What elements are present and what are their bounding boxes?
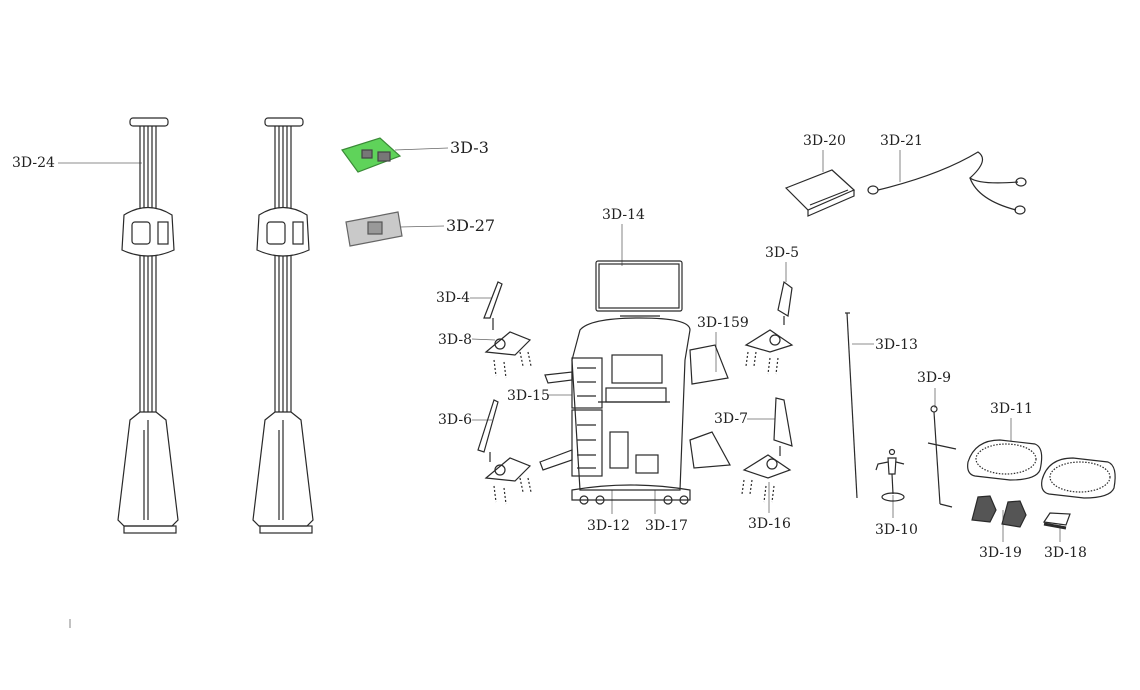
part-label-3d-12: 3D-12 <box>587 518 630 534</box>
camera-column-right <box>252 117 314 534</box>
target-3d-5 <box>777 280 793 325</box>
circuit-board-green <box>341 137 402 173</box>
part-label-3d-17: 3D-17 <box>645 518 688 534</box>
part-label-3d-3: 3D-3 <box>450 138 489 157</box>
part-label-3d-15: 3D-15 <box>507 388 550 404</box>
target-3d-4 <box>483 281 503 330</box>
part-label-3d-8: 3D-8 <box>438 332 473 348</box>
wheel-clamps <box>484 329 794 505</box>
target-3d-7 <box>773 397 793 456</box>
leader-lines <box>58 147 1061 628</box>
turntables <box>967 439 1116 499</box>
target-3d-6 <box>477 399 499 462</box>
part-label-3d-4: 3D-4 <box>436 290 471 306</box>
part-label-3d-18: 3D-18 <box>1044 545 1087 561</box>
part-label-3d-13: 3D-13 <box>875 337 918 353</box>
circuit-board-gray <box>345 211 403 247</box>
part-label-3d-27: 3D-27 <box>446 216 496 235</box>
cable <box>867 151 1027 215</box>
shim-block <box>1042 512 1071 530</box>
brake-pedal-rod <box>845 312 858 499</box>
camera-column-left <box>117 117 179 534</box>
part-label-3d-9: 3D-9 <box>917 370 952 386</box>
part-label-3d-11: 3D-11 <box>990 401 1033 417</box>
pedal-depressor <box>927 405 957 508</box>
part-label-3d-24: 3D-24 <box>12 155 55 171</box>
part-label-3d-21: 3D-21 <box>880 133 923 149</box>
part-label-3d-7: 3D-7 <box>714 411 749 427</box>
part-label-3d-20: 3D-20 <box>803 133 846 149</box>
part-label-3d-159: 3D-159 <box>697 315 749 331</box>
part-label-3d-6: 3D-6 <box>438 412 473 428</box>
part-label-3d-5: 3D-5 <box>765 245 800 261</box>
power-box <box>784 169 856 217</box>
wheel-chocks <box>971 495 1027 528</box>
part-label-3d-10: 3D-10 <box>875 522 918 538</box>
part-label-3d-19: 3D-19 <box>979 545 1022 561</box>
steering-wheel-holder <box>875 448 905 502</box>
part-label-3d-14: 3D-14 <box>602 207 645 223</box>
part-label-3d-16: 3D-16 <box>748 516 791 532</box>
cabinet-console <box>539 260 731 505</box>
